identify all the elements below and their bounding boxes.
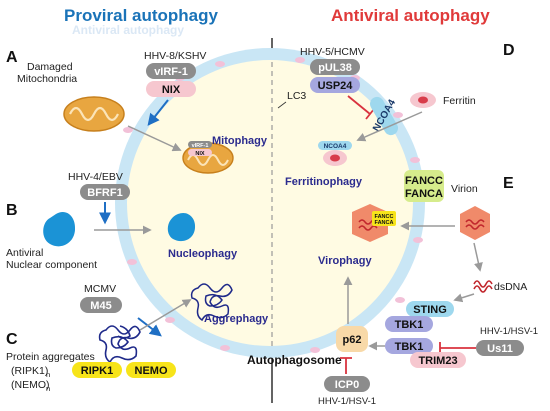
mini-nix-text: NIX bbox=[195, 151, 205, 157]
panel-label-e: E bbox=[503, 175, 514, 192]
hhv1-right-label: HHV-1/HSV-1 bbox=[480, 326, 538, 337]
inhibit-usp24-ncoa4 bbox=[347, 95, 375, 120]
aggrephagy-label: Aggrephagy bbox=[204, 313, 269, 325]
mini-virf1-text: vIRF-1 bbox=[192, 143, 209, 149]
hhv5-label: HHV-5/HCMV bbox=[300, 46, 365, 58]
arrow-a-blue bbox=[147, 99, 169, 126]
nemo-pill-text: NEMO bbox=[135, 365, 168, 377]
fancc-pill-text: FANCC bbox=[405, 175, 443, 187]
fanc-box bbox=[404, 170, 444, 202]
m45-pill bbox=[80, 297, 122, 313]
mini-fancc-text: FANCC bbox=[375, 214, 394, 220]
us11-pill-text: Us11 bbox=[487, 343, 513, 355]
virion-icon bbox=[460, 206, 490, 240]
nucleophagy-nucleus-icon bbox=[167, 212, 196, 242]
arrow-virion-dsdna bbox=[473, 242, 483, 272]
nuclear-component-icon bbox=[43, 211, 76, 247]
protein-aggregate-icon bbox=[98, 325, 141, 364]
lc3-label: LC3 bbox=[287, 90, 306, 102]
sting-pill bbox=[406, 301, 454, 317]
mini-ncoa4-pill bbox=[318, 141, 352, 150]
lc3-pointer bbox=[277, 101, 287, 109]
ripk1n-sub: n bbox=[46, 370, 50, 379]
dsdna-label: dsDNA bbox=[494, 281, 527, 293]
mitophagy-label: Mitophagy bbox=[212, 135, 268, 147]
antiviral-header: Antiviral autophagy bbox=[331, 6, 490, 25]
trim23-pill bbox=[410, 352, 466, 368]
hhv1-bottom-label: HHV-1/HSV-1 bbox=[318, 396, 376, 407]
panel-label-a: A bbox=[6, 49, 18, 66]
usp24-pill bbox=[310, 77, 360, 93]
nix-pill-text: NIX bbox=[162, 84, 181, 96]
pul38-pill bbox=[310, 59, 360, 75]
tbk1-pill-a bbox=[385, 316, 433, 332]
hhv4-label: HHV-4/EBV bbox=[68, 171, 123, 183]
mini-nix-pill bbox=[188, 149, 212, 156]
nemo-pill bbox=[126, 362, 176, 378]
nix-pill bbox=[146, 81, 196, 97]
protein-aggregates-label: Protein aggregates bbox=[6, 351, 95, 363]
virf1-pill-text: vIRF-1 bbox=[154, 66, 188, 78]
m45-pill-text: M45 bbox=[90, 300, 111, 312]
mitochondria-icon bbox=[63, 96, 125, 132]
mini-fanc-box bbox=[372, 211, 396, 226]
aggrephagy-aggregate-icon bbox=[190, 283, 233, 322]
proviral-header-ghost: Antiviral autophagy bbox=[72, 23, 184, 37]
ferritin-icon bbox=[410, 92, 436, 108]
tbk1-pill-b bbox=[385, 338, 433, 354]
autophagosome-label: Autophagosome bbox=[247, 353, 342, 367]
ripk1-pill-text: RIPK1 bbox=[81, 365, 113, 377]
mini-fanca-text: FANCA bbox=[375, 220, 394, 226]
ferritin-label: Ferritin bbox=[443, 95, 476, 107]
bfrf1-pill bbox=[80, 184, 130, 200]
arrow-c-blue bbox=[137, 317, 162, 337]
pul38-pill-text: pUL38 bbox=[318, 62, 352, 74]
antiviral-nuclear-label-1: Antiviral bbox=[6, 247, 43, 259]
ferritinophagy-ferritin-icon bbox=[323, 150, 347, 166]
panel-label-b: B bbox=[6, 202, 18, 219]
us11-pill bbox=[476, 340, 524, 356]
arrow-dsdna-sting bbox=[453, 293, 475, 303]
panel-label-d: D bbox=[503, 42, 515, 59]
fanca-pill-text: FANCA bbox=[405, 188, 443, 200]
antiviral-nuclear-label-2: Nuclear component bbox=[6, 259, 97, 271]
virf1-pill bbox=[146, 63, 196, 79]
proviral-header: Proviral autophagy bbox=[64, 6, 219, 25]
mcmv-label: MCMV bbox=[84, 283, 116, 295]
virophagy-label: Virophagy bbox=[318, 255, 372, 267]
mini-virf1-pill bbox=[188, 141, 212, 148]
nucleophagy-label: Nucleophagy bbox=[168, 248, 238, 260]
arrow-c-gray bbox=[139, 299, 192, 331]
icp0-pill-text: ICP0 bbox=[335, 379, 359, 391]
usp24-pill-text: USP24 bbox=[318, 80, 354, 92]
icp0-pill bbox=[324, 376, 370, 392]
tbk1-pill-a-text: TBK1 bbox=[395, 319, 424, 331]
virion-label: Virion bbox=[451, 183, 478, 195]
arrow-d-gray bbox=[356, 111, 423, 142]
tbk1-pill-b-text: TBK1 bbox=[395, 341, 424, 353]
ripk1n-label: (RIPK1) bbox=[11, 365, 48, 377]
inhibit-icp0-p62 bbox=[340, 357, 352, 374]
nemon-sub: n bbox=[46, 384, 50, 393]
damaged-mito-label-2: Mitochondria bbox=[17, 73, 77, 85]
panel-label-c: C bbox=[6, 331, 18, 348]
hhv8-label: HHV-8/KSHV bbox=[144, 50, 206, 62]
ferritinophagy-label: Ferritinophagy bbox=[285, 176, 363, 188]
p62-pill bbox=[336, 326, 368, 352]
arrow-a-gray bbox=[127, 125, 182, 152]
mini-ncoa4-text: NCOA4 bbox=[324, 143, 347, 150]
damaged-mito-label-1: Damaged bbox=[27, 61, 73, 73]
ripk1-pill bbox=[72, 362, 122, 378]
sting-pill-text: STING bbox=[413, 304, 447, 316]
bfrf1-pill-text: BFRF1 bbox=[87, 187, 122, 199]
p62-pill-text: p62 bbox=[343, 334, 362, 346]
nemon-label: (NEMO) bbox=[11, 379, 50, 391]
trim23-pill-text: TRIM23 bbox=[418, 355, 457, 367]
dsdna-icon-2 bbox=[473, 285, 493, 293]
dsdna-icon bbox=[473, 280, 493, 288]
